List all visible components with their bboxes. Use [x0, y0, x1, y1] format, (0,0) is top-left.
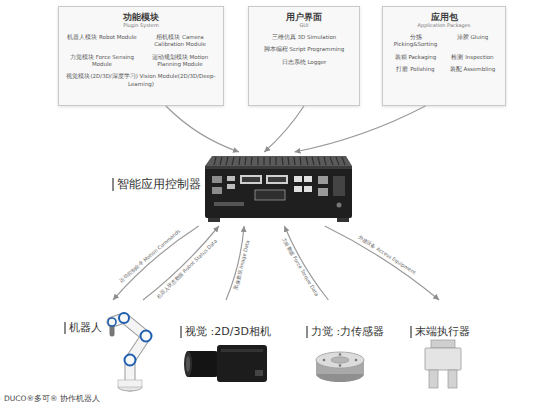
connector-arrow: [264, 106, 304, 152]
module-panel: 功能模块Plugin System 机器人模块 Robot Module相机模块 …: [58, 6, 224, 106]
connector-arrow: [166, 106, 239, 152]
panel-subtitle: GUI: [253, 22, 355, 29]
item-list: 分拣 Picking&Sorting涂胶 Gluing装箱 Packaging检…: [387, 34, 501, 79]
panel-subtitle: Application Packages: [387, 22, 501, 29]
module-item: 打磨 Polishing: [387, 66, 444, 73]
controller-node: 智能应用控制器: [108, 152, 360, 226]
connector-arrow: [284, 226, 328, 300]
connector-arrow: [325, 226, 439, 300]
edge-label: 运动控制命令 Motion Commands: [119, 229, 182, 284]
module-item: 相机模块 Camera Calibration Module: [141, 34, 219, 49]
panel-title: 应用包: [387, 12, 501, 22]
module-item: 日志系统 Logger: [253, 59, 355, 66]
device-node: 视觉 :2D/3D相机: [170, 300, 282, 388]
device-node: 末端执行器: [408, 300, 512, 388]
force-sensor-drawing: [316, 352, 364, 382]
module-item: 力觉模块 Force Sensing Module: [63, 54, 141, 69]
camera-drawing: [184, 345, 267, 382]
controller-label: 智能应用控制器: [112, 178, 201, 191]
module-panel: 用户界面GUI 三维仿真 3D Simulation 脚本编程 Script Pro…: [248, 6, 360, 106]
connector-arrow: [113, 226, 199, 300]
item-list: 机器人模块 Robot Module相机模块 Camera Calibratio…: [63, 34, 219, 94]
edge-label: 力矩数据 Force Torque Data: [281, 237, 319, 297]
controller-drawing: [205, 156, 352, 222]
device-label: 机器人: [64, 322, 102, 334]
module-item: 装配 Assembling: [444, 66, 501, 73]
panel-title: 功能模块: [63, 12, 219, 22]
device-node: 力觉 :力传感器: [292, 300, 396, 388]
connector-arrow: [143, 226, 219, 300]
edge-label: 机器人状态数据 Robot Status Data: [155, 238, 217, 299]
caption: DUCO®多可® 协作机器人: [4, 394, 100, 404]
module-item: 涂胶 Gluing: [444, 34, 501, 49]
module-item: 检测 Inspection: [444, 54, 501, 61]
gripper-drawing: [425, 340, 461, 388]
module-item: 脚本编程 Script Programming: [253, 46, 355, 53]
device-label: 末端执行器: [410, 326, 470, 338]
edge-label: 外接设备 Access Equipment: [357, 235, 416, 276]
device-label: 视觉 :2D/3D相机: [180, 326, 271, 338]
module-item: 运动规划模块 Motion Planning Module: [141, 54, 219, 69]
edge-label: 图像数据 Image Data: [233, 239, 250, 290]
device-label: 力觉 :力传感器: [306, 326, 384, 338]
device-node: 机器人: [58, 300, 158, 392]
robot-arm-drawing: [108, 313, 152, 391]
module-item: 三维仿真 3D Simulation: [253, 34, 355, 41]
module-item: 视觉模块(2D/3D/深度学习) Vision Module(2D/3D/Dee…: [63, 73, 219, 88]
connector-arrow: [294, 106, 425, 152]
item-list: 三维仿真 3D Simulation 脚本编程 Script Programmin…: [253, 34, 355, 71]
module-item: 机器人模块 Robot Module: [63, 34, 141, 49]
module-item: 分拣 Picking&Sorting: [387, 34, 444, 49]
panel-subtitle: Plugin System: [63, 22, 219, 29]
module-item: 装箱 Packaging: [387, 54, 444, 61]
panel-title: 用户界面: [253, 12, 355, 22]
module-panel: 应用包Application Packages 分拣 Picking&Sortin…: [382, 6, 506, 106]
